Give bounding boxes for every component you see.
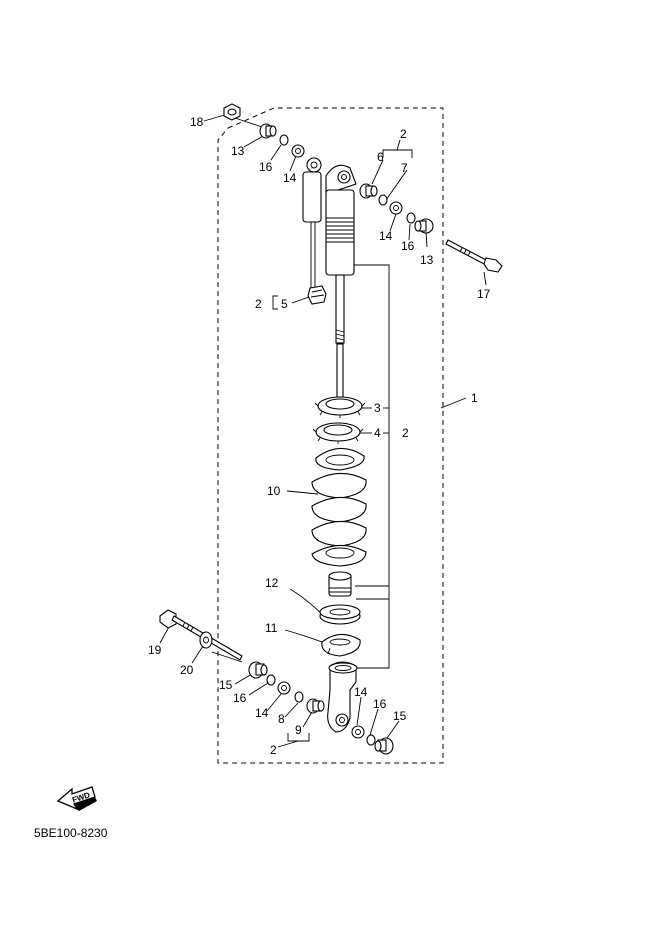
top-left-bearing-14 [291,144,305,158]
bump-rubber [328,571,352,597]
callout-8: 8 [278,712,285,726]
top-bolt-flange-nut [223,103,241,121]
bottom-right-dust-seal-16 [366,734,376,746]
callout-7: 7 [401,161,408,175]
callout-16-bottom-right: 16 [373,697,387,711]
locknut-5 [307,285,327,305]
callout-2-rod: 2 [402,426,409,440]
callout-19: 19 [148,643,162,657]
top-left-dust-seal-16 [279,134,289,146]
callout-15-right: 15 [393,709,407,723]
top-right-dust-seal-7 [378,194,388,206]
callout-2-nut: 2 [255,297,262,311]
leader-lines [159,113,487,748]
bottom-left-dust-seal-16 [266,674,276,686]
callout-13-top-right: 13 [420,253,434,267]
callout-14-top-right: 14 [379,229,393,243]
top-left-collar-13 [259,123,277,139]
lower-clevis [327,661,358,733]
drawing-code: 5BE100-8230 [34,826,108,840]
fwd-arrow-icon: FWD [56,786,97,811]
callout-4: 4 [374,426,381,440]
callout-18: 18 [190,115,204,129]
top-right-collar-13 [414,218,434,234]
top-right-bearing-14 [389,201,403,215]
callout-16-bottom-left: 16 [233,691,247,705]
callout-1: 1 [471,391,478,405]
callout-16-top-left: 16 [259,160,273,174]
top-right-collar-6 [359,183,378,199]
callout-16-top-right: 16 [401,239,415,253]
callout-17: 17 [477,287,491,301]
callout-11: 11 [265,621,278,635]
callout-6: 6 [377,150,384,164]
ring-nut-3 [314,396,366,418]
bottom-left-bearing-14 [277,681,291,695]
top-bolt-17 [445,239,503,273]
callout-20: 20 [180,663,194,677]
dust-seal-8 [294,691,304,703]
washer-20 [199,631,213,649]
callout-9: 9 [295,723,302,737]
bottom-left-collar-15 [248,661,268,679]
collar-9 [306,698,325,714]
callout-15-left: 15 [219,678,233,692]
top-right-dust-seal-16 [406,212,416,224]
spring-10 [311,447,367,567]
bottom-right-bearing-14 [351,725,365,739]
callout-3: 3 [374,401,381,415]
callout-5: 5 [281,297,288,311]
callout-12: 12 [265,576,279,590]
ring-nut-4 [312,422,364,444]
callout-14-bottom-left: 14 [255,706,269,720]
assembly-boundary [217,107,444,764]
callout-10: 10 [267,484,281,498]
spring-stop-12 [319,604,361,625]
callout-labels: 18 13 16 14 2 6 7 14 16 13 17 2 5 1 3 4 … [148,115,491,757]
callout-14-bottom-right: 14 [354,685,368,699]
callout-14-top-left: 14 [283,171,297,185]
callout-2-top: 2 [400,127,407,141]
bottom-right-collar-15 [374,737,394,755]
callout-13-top-left: 13 [231,144,245,158]
spring-guide-11 [321,633,361,657]
shock-body [302,157,357,344]
callout-2-bottom: 2 [270,743,277,757]
